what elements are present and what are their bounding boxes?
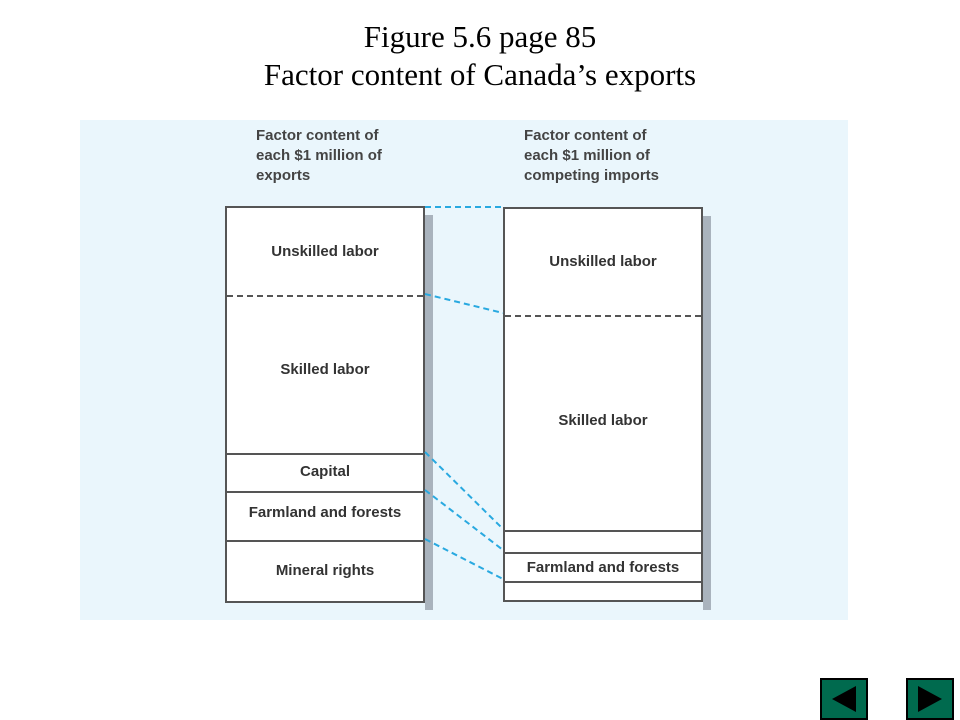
triangle-right-icon xyxy=(918,686,942,712)
imports-divider xyxy=(505,581,701,583)
title-line-1: Figure 5.6 page 85 xyxy=(363,19,597,54)
imports-segment-skilled-labor: Skilled labor xyxy=(558,412,648,429)
next-slide-button[interactable] xyxy=(906,678,954,720)
exports-divider xyxy=(227,540,423,542)
imports-divider xyxy=(505,552,701,554)
triangle-left-icon xyxy=(832,686,856,712)
imports-segment-unskilled-labor: Unskilled labor xyxy=(549,253,657,270)
connector-line xyxy=(424,538,504,580)
exports-segment-skilled-labor: Skilled labor xyxy=(280,361,370,378)
connector-line xyxy=(424,489,504,551)
connector-line xyxy=(424,293,504,314)
exports-segment-mineral-rights: Mineral rights xyxy=(275,562,375,579)
previous-slide-button[interactable] xyxy=(820,678,868,720)
exports-segment-farmland-forests: Farmland and forests xyxy=(248,504,402,521)
exports-shadow xyxy=(425,215,433,610)
figure-panel: Factor content of each $1 million of exp… xyxy=(80,120,848,620)
title-line-2: Factor content of Canada’s exports xyxy=(263,57,697,92)
exports-stack: Unskilled labor Skilled labor Capital Fa… xyxy=(225,206,425,603)
exports-divider xyxy=(227,453,423,455)
imports-column-header: Factor content of each $1 million of com… xyxy=(524,127,660,184)
connector-lines xyxy=(424,206,504,580)
exports-segment-capital: Capital xyxy=(299,463,350,480)
slide-title: Figure 5.6 page 85 Factor content of Can… xyxy=(0,18,960,94)
imports-divider xyxy=(505,315,701,317)
imports-stack: Unskilled labor Skilled labor Farmland a… xyxy=(503,207,703,602)
imports-segment-farmland-forests: Farmland and forests xyxy=(526,559,680,576)
exports-segment-unskilled-labor: Unskilled labor xyxy=(271,243,379,260)
imports-shadow xyxy=(703,216,711,610)
exports-divider xyxy=(227,491,423,493)
exports-column-header: Factor content of each $1 million of exp… xyxy=(256,127,382,184)
exports-divider xyxy=(227,295,423,297)
imports-divider xyxy=(505,530,701,532)
connector-line xyxy=(424,451,504,530)
